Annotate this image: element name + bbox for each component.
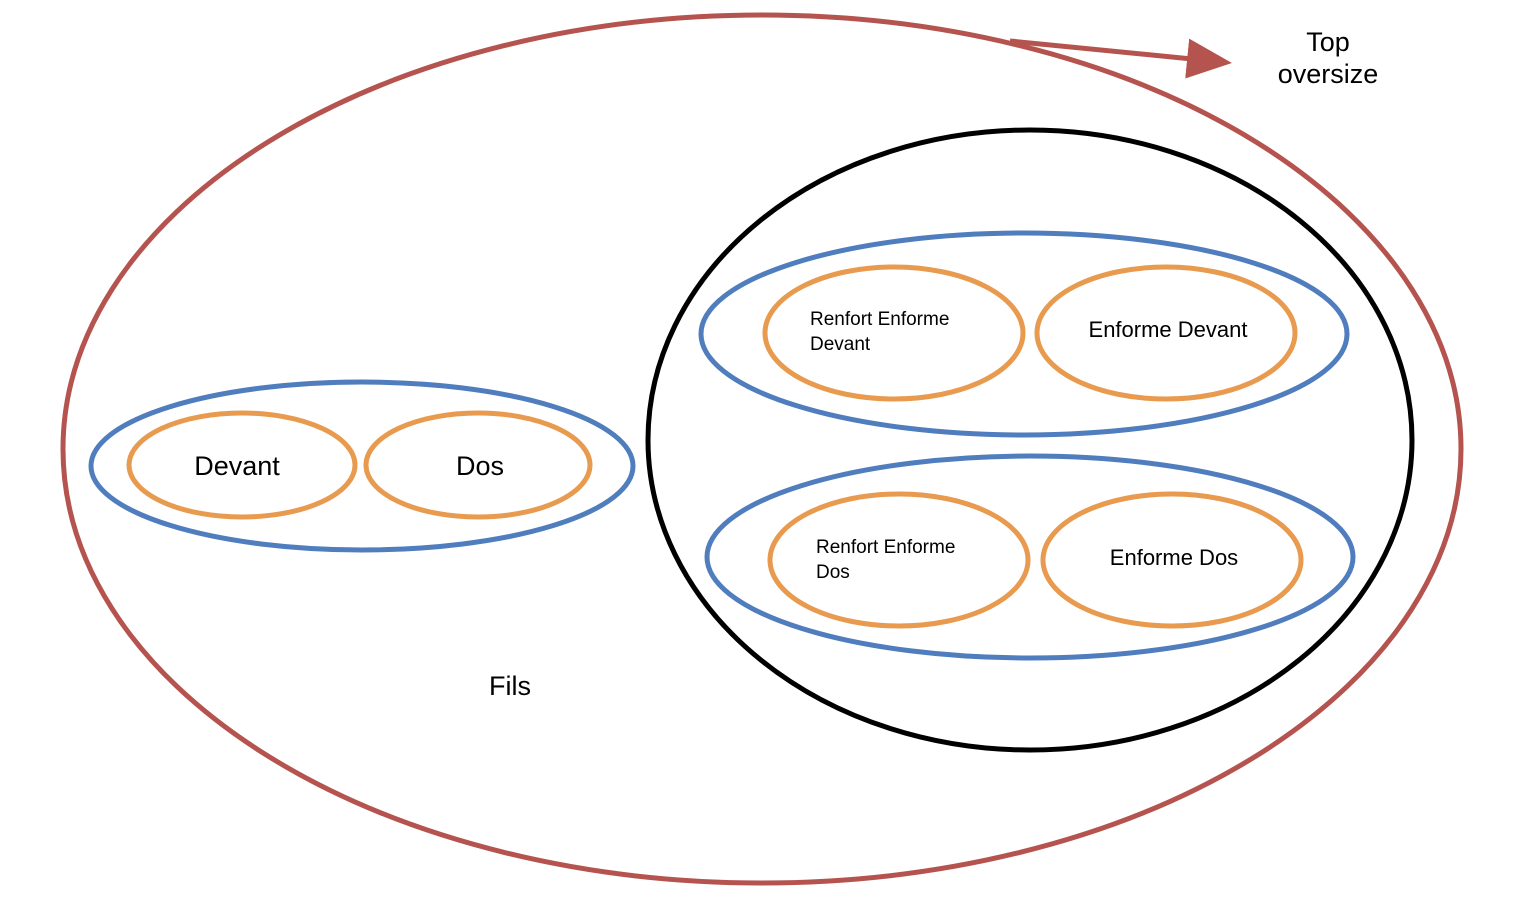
top-oversize-label: Top oversize	[1268, 26, 1388, 90]
top-oversize-label-line1: Top	[1306, 27, 1350, 57]
dos-ellipse	[363, 410, 593, 520]
enforme-dos-label: Enforme Dos	[1109, 545, 1239, 570]
enforme-dos-group-ellipse	[704, 453, 1356, 661]
enforme-devant-ellipse	[1034, 264, 1298, 402]
top-oversize-ellipse	[60, 12, 1464, 886]
devant-label: Devant	[194, 451, 280, 481]
renfort-enforme-dos-label: Renfort Enforme Dos	[816, 537, 956, 583]
enforme-dos-ellipse	[1040, 491, 1304, 629]
renfort-enforme-devant-label: Renfort Enforme Devant	[810, 309, 950, 355]
dos-label: Dos	[455, 451, 504, 481]
enforme-container-ellipse	[645, 127, 1415, 753]
fils-label: Fils	[489, 671, 531, 701]
top-oversize-label-line2: oversize	[1277, 59, 1379, 89]
renfort-enforme-dos-ellipse	[767, 491, 1031, 629]
front-back-group-ellipse	[88, 379, 636, 553]
top-oversize-arrow	[1009, 38, 1232, 79]
enforme-devant-label: Enforme Devant	[1088, 317, 1248, 342]
renfort-enforme-devant-ellipse	[762, 264, 1026, 402]
enforme-devant-group-ellipse	[698, 230, 1350, 438]
devant-ellipse	[126, 410, 358, 520]
